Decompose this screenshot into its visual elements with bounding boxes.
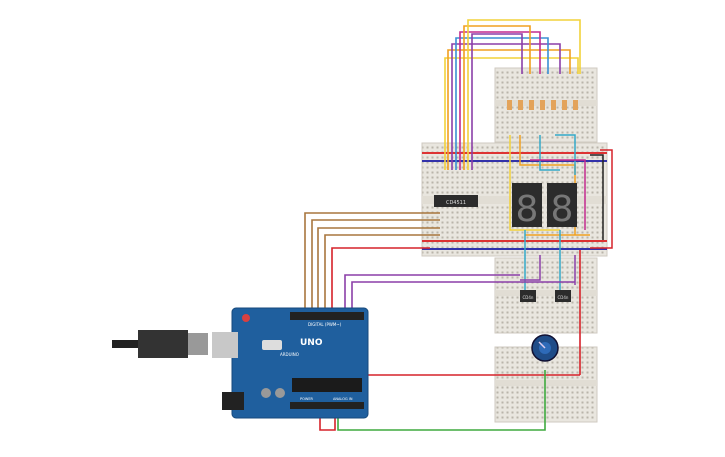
svg-text:ANALOG IN: ANALOG IN [333,397,353,401]
wires-arduino [304,212,581,431]
resistor-array [507,100,578,110]
wires-display [509,134,613,249]
transistor-2: CD4n [555,290,571,302]
driver-chip: CD4511 [434,195,478,207]
svg-text:CD4n: CD4n [558,295,569,300]
svg-text:POWER: POWER [300,397,314,401]
svg-text:UNO: UNO [300,338,323,348]
atmega-chip [292,378,362,392]
power-header [290,402,364,409]
arduino-uno: UNO ARDUINO DIGITAL (PWM~) POWER ANALOG … [212,307,369,419]
svg-text:ARDUINO: ARDUINO [280,352,299,357]
svg-text:8: 8 [516,189,539,230]
svg-text:CD4511: CD4511 [446,200,466,206]
svg-text:8: 8 [551,189,574,230]
svg-text:DIGITAL (PWM~): DIGITAL (PWM~) [308,322,342,327]
digital-header [290,312,364,320]
wires-top [444,19,581,170]
seven-segment-display-2: 8 [547,183,577,230]
breadboard-transistors [494,257,598,334]
transistor-1: CD4n [520,290,536,302]
usb-cable [112,330,208,358]
wires-transistors [520,230,576,290]
svg-text:CD4n: CD4n [523,295,534,300]
potentiometer [531,334,559,362]
seven-segment-display-1: 8 [512,183,542,230]
